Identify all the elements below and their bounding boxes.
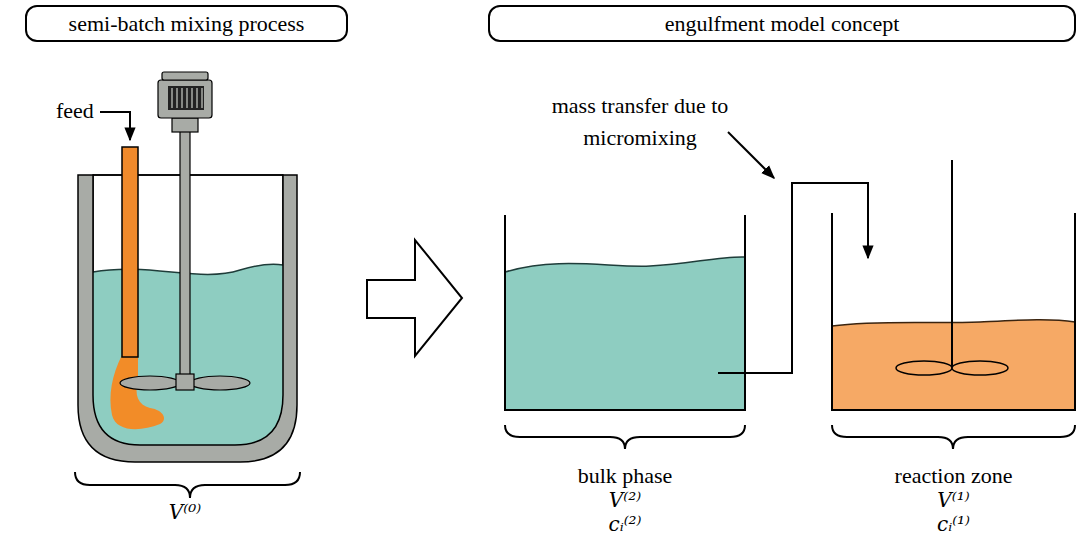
callout-label: mass transfer due to micromixing — [525, 90, 755, 154]
feed-arrow — [100, 112, 130, 140]
node-label: engulfment model concept — [665, 11, 900, 37]
brace — [832, 425, 1075, 449]
tank-caption: reaction zoneV⁽¹⁾cᵢ⁽¹⁾ — [832, 464, 1075, 536]
math-symbol: V⁽¹⁾ — [832, 488, 1075, 512]
feed-pipe — [122, 147, 138, 357]
bulk-phase: bulk phaseV⁽²⁾cᵢ⁽²⁾ — [505, 215, 718, 550]
math-symbol: cᵢ⁽²⁾ — [505, 512, 745, 536]
brace — [505, 425, 745, 449]
transfer-pipe — [718, 183, 868, 373]
node-label: bulk phase — [505, 464, 745, 488]
math-symbol: cᵢ⁽¹⁾ — [832, 512, 1075, 536]
stirrer — [120, 72, 250, 390]
tank-caption: bulk phaseV⁽²⁾cᵢ⁽²⁾ — [505, 464, 745, 536]
title-box: semi-batch mixing process — [25, 5, 348, 42]
title-box: engulfment model concept — [488, 5, 1076, 42]
feed-label: feed — [56, 98, 94, 124]
feed-plume — [110, 355, 164, 429]
leader-arrow — [728, 132, 774, 178]
volume-symbol: V⁽⁰⁾ — [135, 500, 235, 524]
reaction-zone: reaction zoneV⁽¹⁾cᵢ⁽¹⁾ — [832, 258, 1075, 550]
brace — [75, 472, 300, 498]
node-label: semi-batch mixing process — [69, 11, 305, 37]
math-symbol: V⁽²⁾ — [505, 488, 745, 512]
transition-arrow — [367, 240, 462, 356]
node-label: reaction zone — [832, 464, 1075, 488]
bulk-tank — [505, 215, 745, 410]
